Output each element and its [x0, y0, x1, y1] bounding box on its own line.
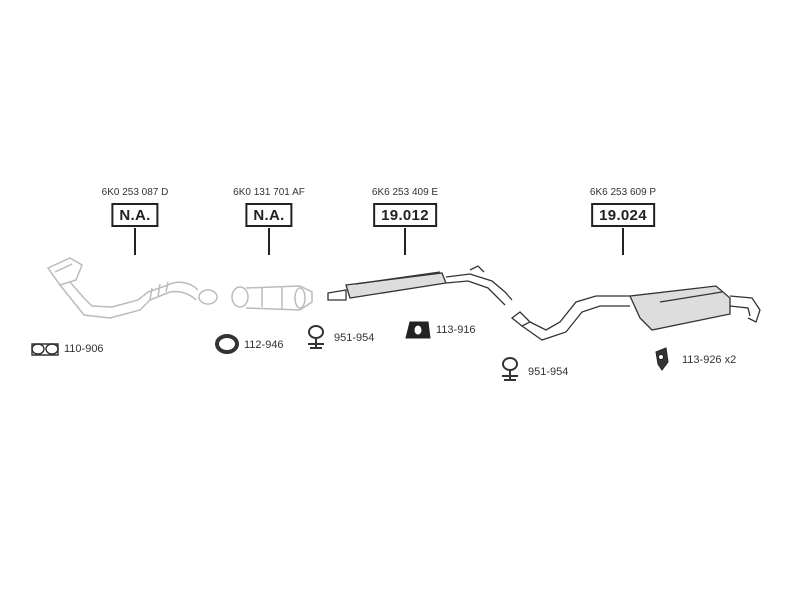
clamp-icon: [308, 325, 324, 349]
middle-silencer-drawing: [327, 265, 513, 306]
ref-box-catalyst[interactable]: N.A.: [245, 203, 293, 227]
ref-box-front-pipe[interactable]: N.A.: [111, 203, 159, 227]
accessory-code-rubber-hanger[interactable]: 113-926 x2: [682, 354, 737, 366]
accessory-code-clamp[interactable]: 951-954: [334, 332, 375, 344]
leader-line-rear-silencer: [622, 228, 624, 255]
accessory-code-gasket[interactable]: 110-906: [64, 343, 104, 355]
leader-line-catalyst: [268, 228, 270, 255]
oem-number-middle-silencer: 6K6 253 409 E: [371, 187, 439, 198]
accessory-code-clamp-2[interactable]: 951-954: [528, 366, 569, 378]
oem-number-catalyst: 6K0 131 701 AF: [233, 187, 305, 198]
accessory-code-rubber-mount[interactable]: 113-916: [436, 324, 476, 336]
ref-box-rear-silencer[interactable]: 19.024: [591, 203, 655, 227]
rubber-hanger-icon: [655, 347, 669, 371]
ring-gasket-icon: [215, 334, 239, 354]
ref-box-middle-silencer[interactable]: 19.012: [373, 203, 437, 227]
oem-number-front-pipe: 6K0 253 087 D: [101, 187, 169, 198]
gasket-icon: [31, 343, 59, 356]
leader-line-middle-silencer: [404, 228, 406, 255]
leader-line-front-pipe: [134, 228, 136, 255]
rubber-mount-icon: [405, 321, 431, 339]
oem-number-rear-silencer: 6K6 253 609 P: [589, 187, 657, 198]
rear-silencer-drawing: [510, 285, 761, 341]
catalyst-drawing: [231, 285, 313, 311]
accessory-code-ring-gasket[interactable]: 112-946: [244, 339, 284, 351]
clamp-icon-2: [502, 357, 518, 381]
front-pipe-drawing: [46, 257, 218, 319]
